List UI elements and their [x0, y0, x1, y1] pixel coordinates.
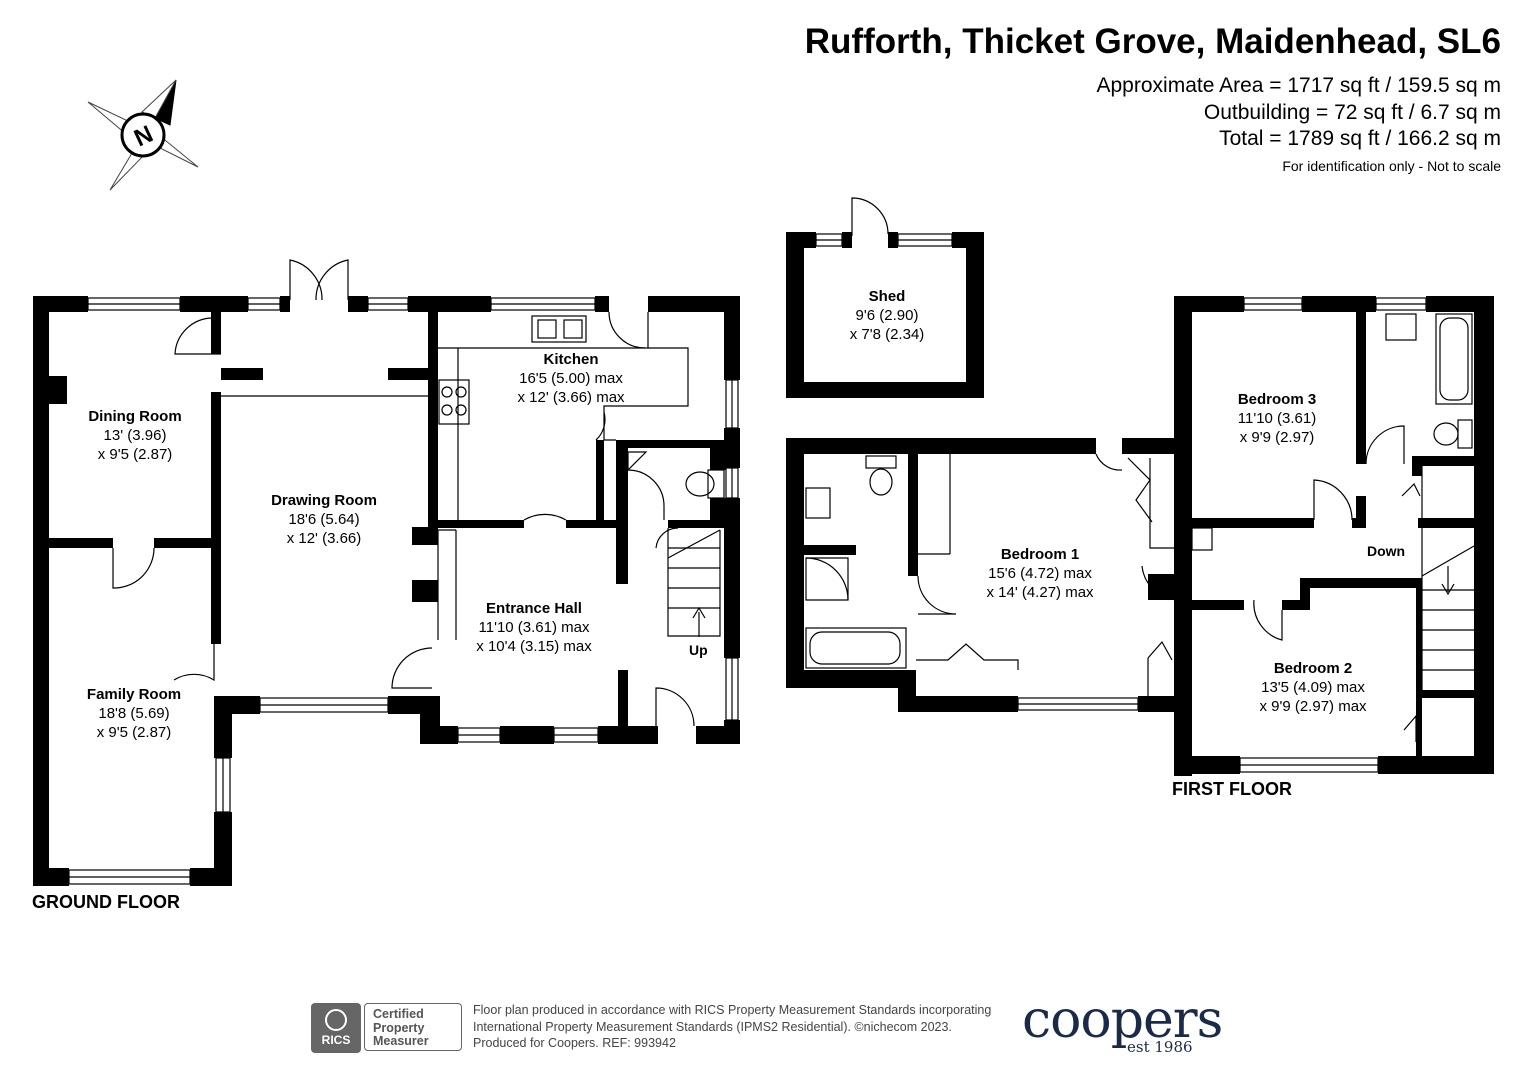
shed-walls [786, 232, 984, 398]
room-dim-2: x 7'8 (2.34) [849, 326, 925, 343]
approximate-area: Approximate Area = 1717 sq ft / 159.5 sq… [1096, 74, 1502, 97]
room-dim-1: 18'8 (5.69) [98, 705, 170, 722]
shed-details [815, 197, 953, 247]
certified-property-measurer: Certified Property Measurer [364, 1003, 462, 1051]
room-dim-2: x 9'5 (2.87) [96, 724, 172, 741]
room-family: Family Room 18'8 (5.69) x 9'5 (2.87) [87, 685, 181, 742]
stairs-up-label: Up [689, 642, 708, 658]
first-floor-label: FIRST FLOOR [1172, 779, 1292, 799]
first-floor-walls [786, 296, 1494, 776]
room-name: Bedroom 3 [1237, 391, 1317, 408]
room-dim-2: x 9'9 (2.97) [1239, 429, 1315, 446]
footer-note: Floor plan produced in accordance with R… [473, 1002, 991, 1052]
room-dim-1: 13' (3.96) [103, 427, 167, 444]
footer-line-3: Produced for Coopers. REF: 993942 [473, 1036, 676, 1050]
room-name: Shed [868, 288, 906, 305]
first-floor-details [805, 297, 1475, 773]
room-kitchen: Kitchen 16'5 (5.00) max x 12' (3.66) max [517, 350, 624, 407]
room-dim-2: x 12' (3.66) max [517, 389, 625, 406]
room-name: Dining Room [88, 408, 182, 425]
scale-note: For identification only - Not to scale [1282, 158, 1501, 174]
room-name: Family Room [86, 686, 182, 703]
footer-line-2: International Property Measurement Stand… [473, 1019, 952, 1034]
room-dim-1: 13'5 (4.09) max [1261, 679, 1365, 696]
room-drawing: Drawing Room 18'6 (5.64) x 12' (3.66) [271, 491, 377, 548]
room-dim-1: 15'6 (4.72) max [988, 565, 1092, 582]
north-arrow-icon: N [87, 79, 199, 191]
room-dim-1: 11'10 (3.61) [1237, 410, 1317, 427]
room-entrance-hall: Entrance Hall 11'10 (3.61) max x 10'4 (3… [476, 599, 591, 656]
room-name: Bedroom 2 [1273, 660, 1353, 677]
rics-emblem-icon [325, 1009, 347, 1031]
property-title: Rufforth, Thicket Grove, Maidenhead, SL6 [804, 22, 1501, 61]
room-name: Drawing Room [271, 492, 377, 509]
room-dim-1: 16'5 (5.00) max [519, 370, 623, 387]
room-dim-1: 9'6 (2.90) [855, 307, 919, 324]
room-name: Bedroom 1 [1000, 546, 1080, 563]
room-bedroom-1: Bedroom 1 15'6 (4.72) max x 14' (4.27) m… [986, 545, 1093, 602]
ground-floor-details [68, 259, 739, 885]
room-bedroom-3: Bedroom 3 11'10 (3.61) x 9'9 (2.97) [1238, 390, 1316, 447]
outbuilding-area: Outbuilding = 72 sq ft / 6.7 sq m [1203, 101, 1501, 124]
total-area: Total = 1789 sq ft / 166.2 sq m [1219, 127, 1501, 150]
agency-est: est 1986 [1127, 1038, 1193, 1056]
room-name: Kitchen [543, 351, 599, 368]
room-name: Entrance Hall [486, 600, 582, 617]
badge-line: Property [373, 1020, 425, 1035]
badge-line: Measurer [373, 1034, 429, 1048]
ground-floor-label: GROUND FLOOR [32, 892, 180, 912]
room-dim-2: x 14' (4.27) max [986, 584, 1094, 601]
room-dim-2: x 10'4 (3.15) max [476, 638, 592, 655]
rics-seal: RICS [311, 1003, 361, 1053]
rics-certified-badge: RICS Certified Property Measurer [311, 1003, 463, 1053]
ground-floor-walls [33, 296, 740, 886]
stairs-down-label: Down [1367, 543, 1406, 559]
room-dim-1: 11'10 (3.61) max [478, 619, 590, 636]
room-dim-2: x 9'5 (2.87) [97, 446, 173, 463]
room-dining: Dining Room 13' (3.96) x 9'5 (2.87) [88, 407, 181, 464]
footer-line-1: Floor plan produced in accordance with R… [473, 1003, 992, 1017]
room-shed: Shed 9'6 (2.90) x 7'8 (2.34) [850, 287, 925, 344]
room-dim-1: 18'6 (5.64) [288, 511, 360, 528]
rics-seal-text: RICS [321, 1033, 351, 1047]
agency-logo: coopers [1022, 990, 1223, 1050]
room-bedroom-2: Bedroom 2 13'5 (4.09) max x 9'9 (2.97) m… [1259, 659, 1366, 716]
badge-line: Certified [373, 1007, 424, 1021]
room-dim-2: x 9'9 (2.97) max [1259, 698, 1367, 715]
room-dim-2: x 12' (3.66) [286, 530, 362, 547]
